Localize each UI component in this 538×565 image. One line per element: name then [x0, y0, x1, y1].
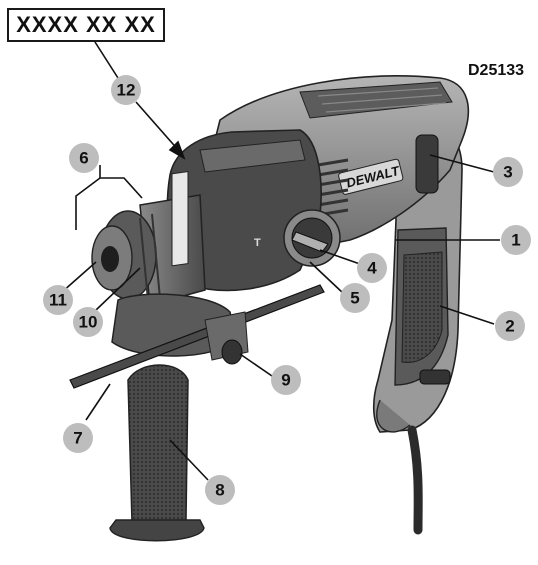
callout-2: 2	[495, 311, 525, 341]
side-handle-assembly	[69, 284, 325, 542]
svg-text:9: 9	[281, 371, 290, 390]
callout-12: 12	[111, 75, 141, 105]
gear-housing	[166, 129, 322, 292]
callout-4: 4	[357, 253, 387, 283]
callout-1: 1	[501, 225, 531, 255]
svg-text:3: 3	[503, 163, 512, 182]
svg-text:12: 12	[117, 81, 136, 100]
chuck-assembly	[91, 171, 206, 306]
callout-6: 6	[69, 143, 99, 173]
model-label: D25133	[468, 62, 525, 79]
callout-7: 7	[63, 423, 93, 453]
svg-text:6: 6	[79, 149, 88, 168]
vent-slots	[317, 158, 349, 217]
callout-9: 9	[271, 365, 301, 395]
svg-text:2: 2	[505, 317, 514, 336]
variable-speed-trigger	[415, 134, 439, 194]
svg-text:7: 7	[73, 429, 82, 448]
callout-11: 11	[43, 285, 73, 315]
part-number-box: XXXX XX XX	[7, 8, 165, 42]
callout-8: 8	[205, 475, 235, 505]
mode-symbol-icon: T	[254, 237, 261, 249]
svg-text:10: 10	[79, 313, 98, 332]
callout-3: 3	[493, 157, 523, 187]
leader-lines	[61, 41, 500, 481]
callout-10: 10	[73, 307, 103, 337]
callout-5: 5	[340, 283, 370, 313]
svg-text:4: 4	[367, 259, 377, 278]
svg-text:8: 8	[215, 481, 224, 500]
svg-text:11: 11	[49, 291, 67, 310]
power-cord	[407, 425, 423, 535]
svg-text:5: 5	[350, 289, 359, 308]
bit-socket	[101, 246, 119, 272]
svg-text:1: 1	[511, 231, 520, 250]
